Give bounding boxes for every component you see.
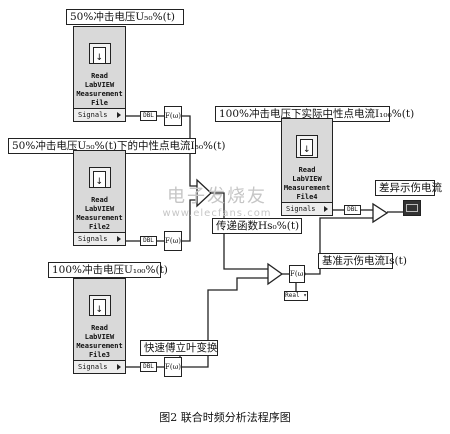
fft-node-4[interactable]: F(ω) [289,265,306,283]
watermark-url: www.elecfans.com [162,208,272,219]
label-voltage-100: 100%冲击电压U₁₀₀%(t) [48,262,168,278]
figure-caption: 图2 联合时频分析法程序图 [159,411,291,424]
dbl-terminal-2[interactable]: DBL [140,236,157,246]
vi-name: Read LabVIEW Measurement File3 [76,324,123,359]
file-read-icon: ↓ [88,167,111,188]
fft-node-2[interactable]: F(ω) [164,231,182,251]
fft-node-3[interactable]: F(ω) [164,357,182,377]
read-measurement-file-vi-4[interactable]: ↓ Read LabVIEW Measurement File4 Signals [281,118,333,216]
read-measurement-file-vi-3[interactable]: ↓ Read LabVIEW Measurement File3 Signals [73,278,126,374]
fft-node-1[interactable]: F(ω) [164,106,182,126]
label-transfer-function: 传递函数Hs₀%(t) [212,218,302,234]
label-voltage-50: 50%冲击电压U₅₀%(t) [66,9,184,25]
signals-terminal[interactable]: Signals [74,108,125,121]
label-neutral-current-50: 50%冲击电压U₅₀%(t)下的中性点电流I₅₀%(t) [8,138,225,154]
file-read-icon: ↓ [296,135,318,158]
add-node-2 [267,262,284,286]
vi-name: Read LabVIEW Measurement File2 [76,196,123,231]
label-fault-current: 差异示伤电流 [375,180,442,196]
vi-name: Read LabVIEW Measurement File [76,72,123,107]
read-measurement-file-vi-2[interactable]: ↓ Read LabVIEW Measurement File2 Signals [73,150,126,246]
file-read-icon: ↓ [88,43,111,64]
label-fft: 快速傅立叶变换 [140,340,218,356]
signals-terminal[interactable]: Signals [282,202,332,215]
add-node-1 [196,178,212,208]
label-reference-current: 基准示伤电流Is(t) [318,253,407,269]
watermark: 电子发烧友 www.elecfans.com [142,186,292,220]
real-selector[interactable]: Real ▾ [284,291,308,301]
file-read-icon: ↓ [88,295,111,316]
dbl-terminal-3[interactable]: DBL [140,362,157,372]
waveform-icon [406,204,418,212]
watermark-text: 电子发烧友 [167,186,267,207]
read-measurement-file-vi-1[interactable]: ↓ Read LabVIEW Measurement File Signals [73,26,126,122]
vi-name: Read LabVIEW Measurement File4 [283,166,331,201]
add-node-3 [372,202,389,224]
dbl-terminal-4[interactable]: DBL [344,205,361,215]
signals-terminal[interactable]: Signals [74,232,125,245]
dbl-terminal-1[interactable]: DBL [140,111,157,121]
signals-terminal[interactable]: Signals [74,360,125,373]
waveform-indicator[interactable] [403,200,421,216]
